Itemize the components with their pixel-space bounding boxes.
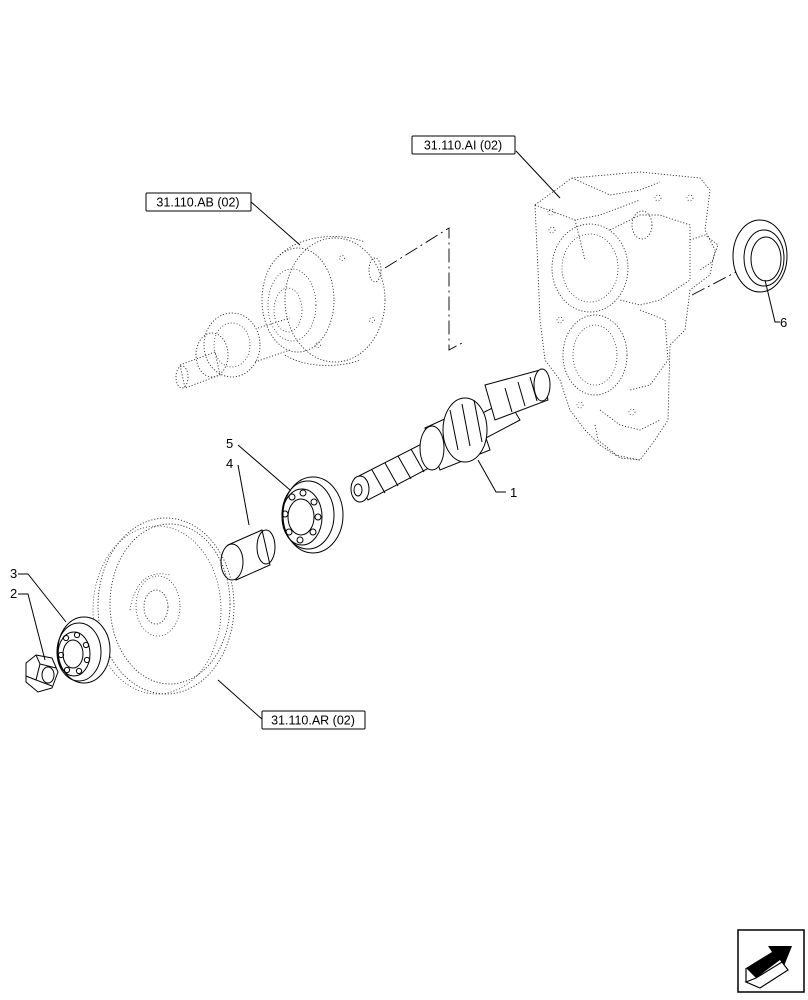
ball-bearing-large (281, 476, 344, 554)
clutch-pack-assembly (175, 236, 386, 389)
leader-lines (18, 150, 780, 721)
ref-label-gear[interactable]: 31.110.AR (02) (261, 710, 366, 730)
lock-nut (25, 654, 59, 693)
pto-shaft (350, 368, 551, 503)
ref-label-clutch-pack[interactable]: 31.110.AB (02) (145, 192, 252, 212)
svg-text:31.110.AR (02): 31.110.AR (02) (271, 714, 355, 728)
callout-1: 1 (510, 485, 517, 500)
callout-4: 4 (226, 456, 233, 471)
next-page-arrow-icon[interactable] (737, 929, 805, 993)
bushing (220, 529, 276, 581)
ref-label-housing[interactable]: 31.110.AI (02) (411, 135, 516, 155)
svg-text:31.110.AB (02): 31.110.AB (02) (156, 196, 239, 210)
assembly-centerline (384, 227, 463, 351)
svg-text:31.110.AI (02): 31.110.AI (02) (424, 139, 502, 153)
callout-2: 2 (10, 586, 17, 601)
seal-centerline (691, 269, 741, 296)
callout-6: 6 (780, 315, 787, 330)
ball-bearing-small (56, 616, 111, 684)
callout-3: 3 (10, 566, 17, 581)
callout-5: 5 (226, 436, 233, 451)
driven-gear (92, 517, 235, 695)
transmission-housing (534, 171, 719, 461)
oil-seal (732, 219, 788, 293)
